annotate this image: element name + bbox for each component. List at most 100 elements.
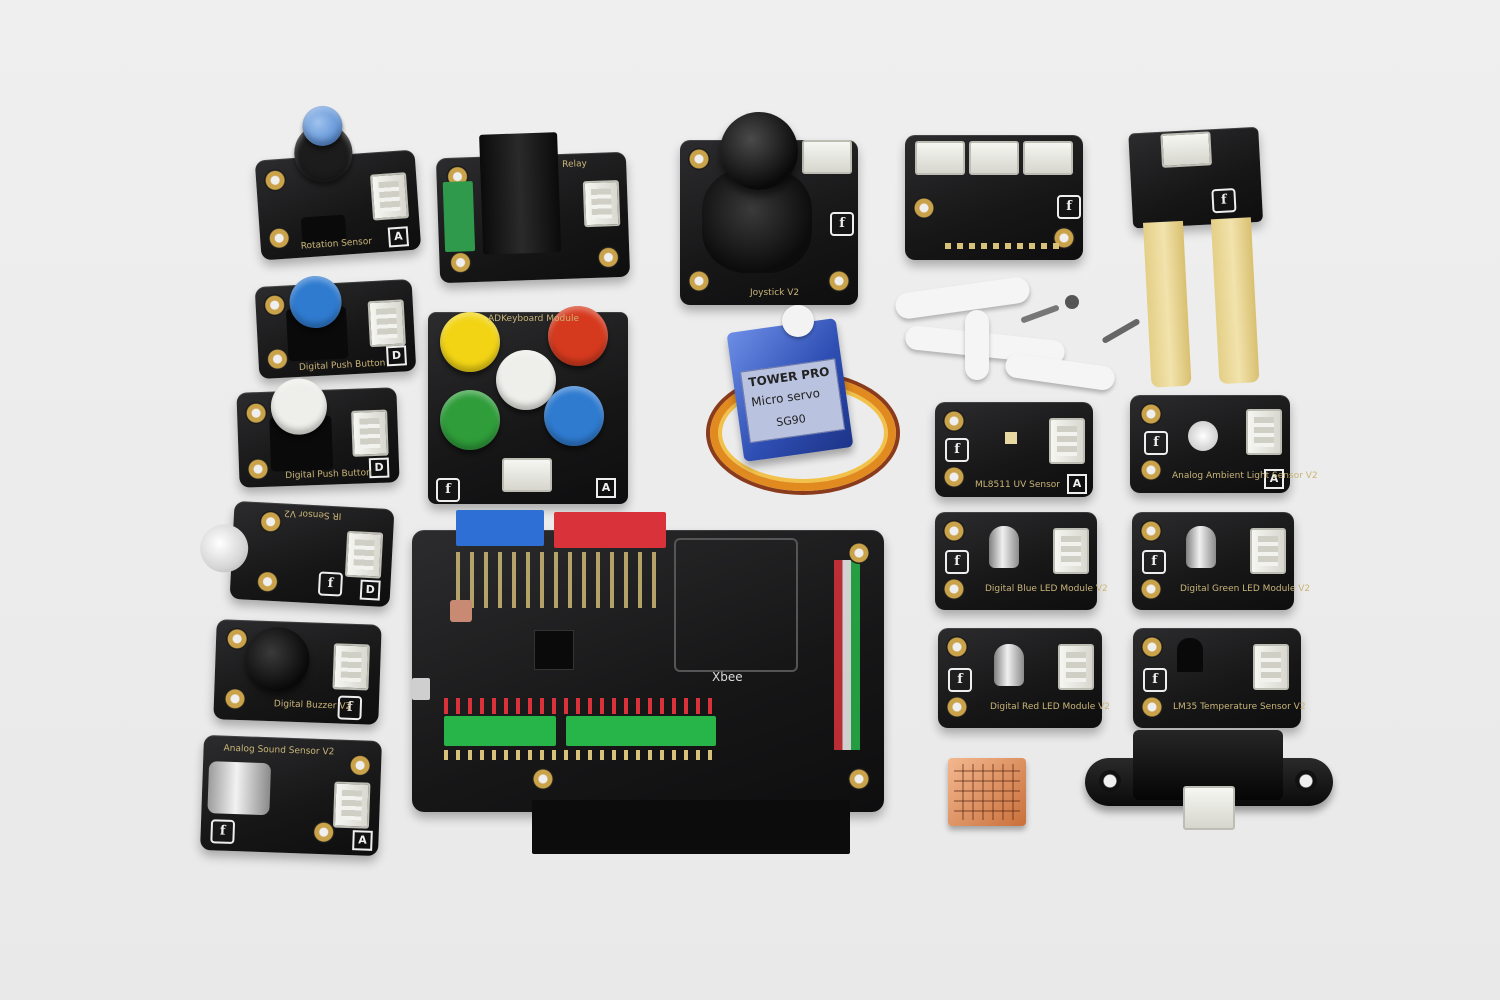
header-green-right — [566, 716, 716, 746]
module-label: Digital Buzzer V2 — [273, 699, 352, 712]
header-red — [554, 512, 666, 548]
mounting-hole — [532, 768, 554, 790]
analog-badge-icon: A — [352, 830, 373, 851]
header-green-left — [444, 716, 556, 746]
uv-chip — [1005, 432, 1017, 444]
mounting-hole — [265, 347, 290, 371]
digital-push-button-blue: D Digital Push Button — [254, 274, 417, 380]
servo-horns — [893, 275, 1125, 395]
mounting-hole — [848, 542, 870, 564]
mounting-hole — [943, 520, 965, 542]
ir-distance-sensor — [1085, 730, 1333, 830]
mounting-hole — [688, 270, 710, 292]
chip — [534, 630, 574, 670]
mounting-hole — [1140, 520, 1162, 542]
analog-sound-sensor: f A Analog Sound Sensor V2 — [200, 734, 382, 857]
connector-3pin — [1250, 528, 1286, 574]
servo-horn-hub — [782, 305, 814, 337]
module-label: Digital Red LED Module V2 — [990, 702, 1110, 712]
mounting-hole — [828, 270, 850, 292]
mounting-hole — [263, 168, 287, 193]
ambient-light-sensor: f A Analog Ambient Light Sensor V2 — [1130, 395, 1318, 493]
screw-terminal — [442, 181, 476, 253]
soil-probe-left — [1142, 220, 1192, 388]
mounting-hole — [312, 820, 336, 844]
mounting-hole — [1141, 696, 1163, 718]
joystick-stick — [720, 112, 798, 190]
connector-3pin — [1023, 141, 1073, 175]
mounting-hole — [1099, 770, 1121, 792]
mounting-hole — [688, 148, 710, 170]
connector-3pin — [369, 172, 410, 221]
mounting-hole — [348, 754, 372, 777]
connector-3pin — [1058, 644, 1094, 690]
mounting-hole — [223, 687, 247, 711]
module-label: Joystick V2 — [750, 288, 800, 298]
mounting-hole — [1140, 403, 1162, 425]
analog-badge-icon: A — [596, 478, 616, 498]
ir-receiver — [198, 523, 250, 574]
mounting-hole — [848, 768, 870, 790]
connector-3pin — [1253, 644, 1289, 690]
dfrobot-logo-icon: f — [210, 819, 236, 845]
connector-3pin — [1246, 409, 1282, 455]
dfrobot-logo-icon: f — [1057, 195, 1081, 219]
module-label: Digital Push Button — [298, 358, 386, 373]
soil-probe-right — [1210, 217, 1260, 385]
buzzer-body — [244, 626, 311, 693]
module-label: LM35 Temperature Sensor V2 — [1173, 702, 1306, 712]
connector-3pin — [367, 299, 406, 348]
mounting-hole — [244, 401, 268, 425]
mounting-hole — [259, 510, 283, 534]
module-label: Analog Sound Sensor V2 — [223, 743, 335, 758]
dfrobot-logo-icon: f — [317, 571, 344, 597]
soil-moisture-sensor: f — [1128, 126, 1271, 393]
mounting-hole — [943, 410, 965, 432]
module-label: Digital Push Button — [285, 468, 372, 482]
module-label: Analog Ambient Light Sensor V2 — [1172, 471, 1318, 481]
xbee-socket — [674, 538, 798, 672]
mounting-hole — [1141, 636, 1163, 658]
digital-push-button-white: D Digital Push Button — [236, 377, 400, 488]
keyboard-button-yellow — [440, 312, 500, 372]
mounting-hole — [1140, 459, 1162, 481]
module-label: ML8511 UV Sensor — [975, 480, 1060, 490]
microphone — [207, 761, 272, 816]
green-led-module: f Digital Green LED Module V2 — [1132, 512, 1310, 610]
digital-badge-icon: D — [359, 579, 381, 601]
mounting-hole — [946, 636, 968, 658]
connector-3pin — [915, 141, 965, 175]
module-label: ADKeyboard Module — [488, 314, 579, 324]
digital-buzzer-module: f Digital Buzzer V2 — [213, 619, 382, 725]
mounting-hole — [913, 197, 935, 219]
adkeyboard-module: f A ADKeyboard Module — [428, 306, 628, 504]
joystick-module: f Joystick V2 — [680, 112, 858, 305]
connector-3pin — [582, 179, 621, 228]
xbee-label: Xbee — [712, 670, 743, 684]
connector-3pin — [1183, 786, 1235, 830]
sensor-connector-board: f — [905, 135, 1083, 260]
connector-3pin — [332, 643, 371, 691]
module-label: Digital Green LED Module V2 — [1180, 584, 1311, 594]
keyboard-button-white — [496, 350, 556, 410]
relay-module: Relay — [435, 132, 631, 284]
connector-3pin — [344, 530, 384, 579]
connector-3pin — [351, 409, 389, 457]
header-vertical-rgb — [834, 560, 860, 750]
light-sensor — [1188, 421, 1218, 451]
keyboard-button-green — [440, 390, 500, 450]
analog-badge-icon: A — [1264, 469, 1284, 489]
digital-badge-icon: D — [385, 345, 407, 367]
dfrobot-logo-icon: f — [945, 550, 969, 574]
mounting-hole — [943, 578, 965, 600]
module-label: IR Sensor V2 — [283, 507, 342, 521]
rotation-sensor-module: A Rotation Sensor — [254, 104, 422, 261]
copper-heatsink — [948, 758, 1026, 826]
mounting-hole — [943, 466, 965, 488]
dfrobot-logo-icon: f — [1142, 550, 1166, 574]
mounting-hole — [263, 293, 287, 317]
digital-badge-icon: D — [368, 457, 390, 479]
keyboard-button-red — [548, 306, 608, 366]
dfrobot-logo-icon: f — [830, 212, 854, 236]
